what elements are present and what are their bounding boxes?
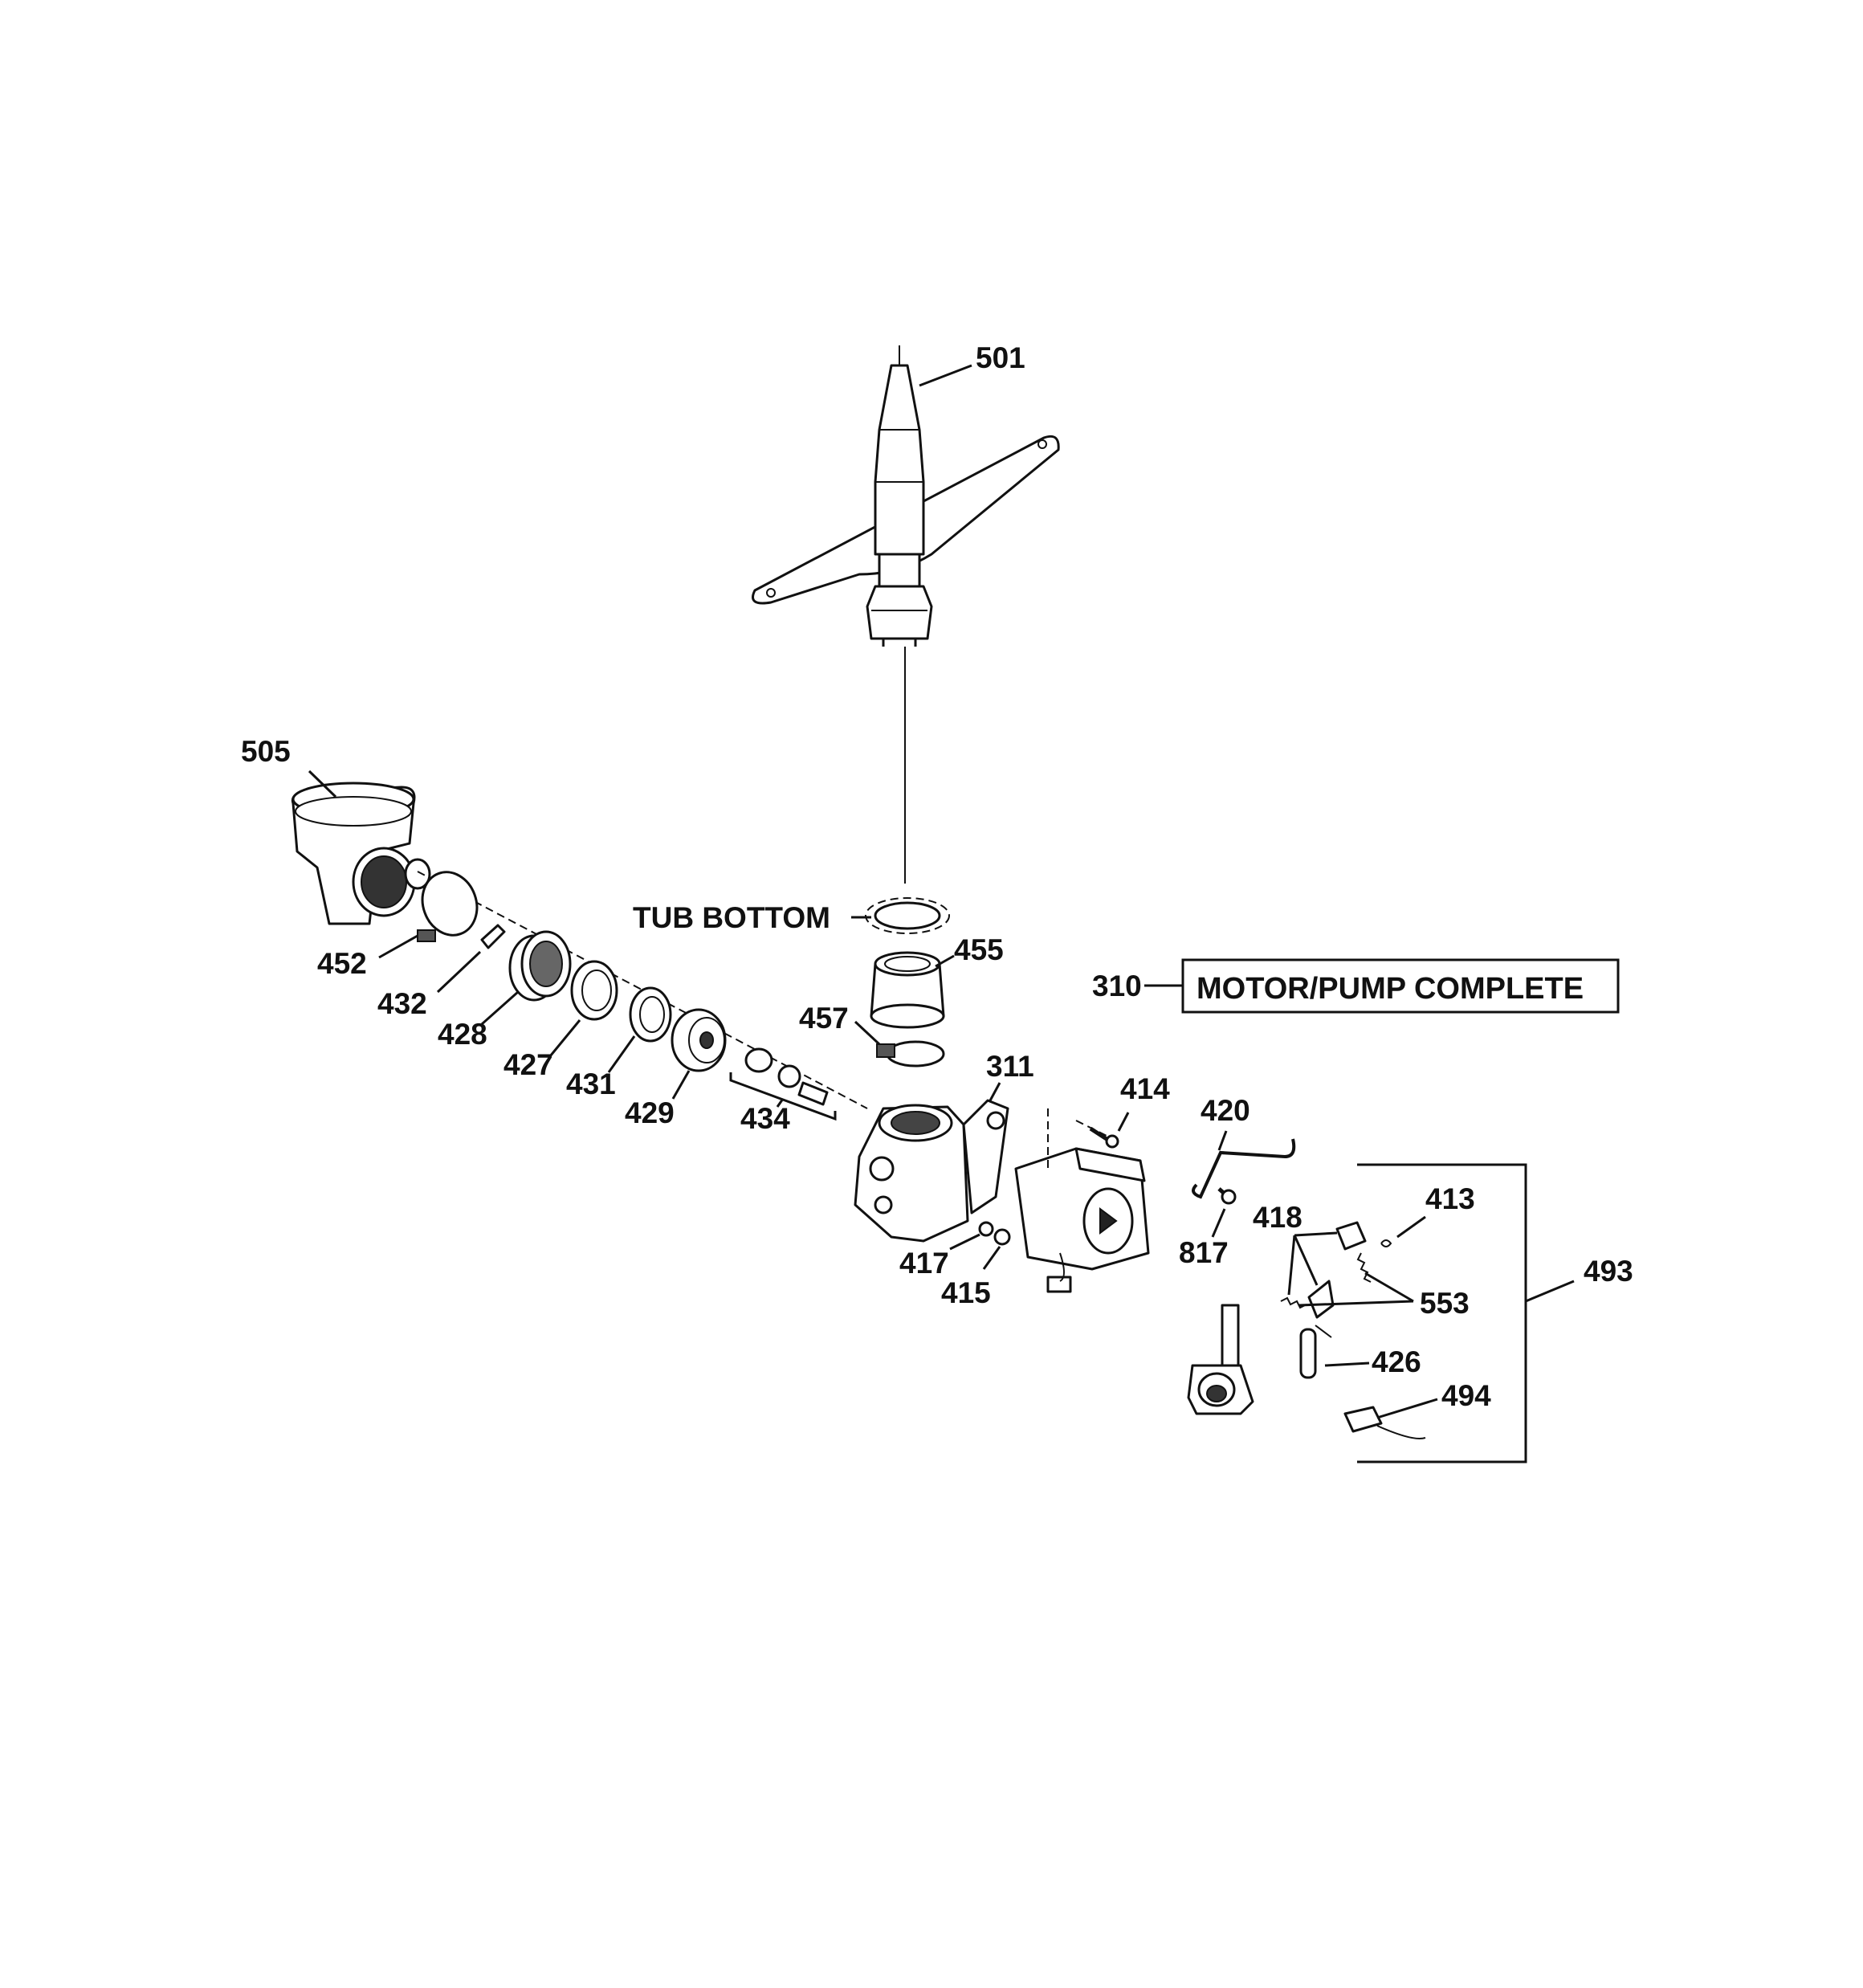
- lever-418-part: [1280, 1221, 1372, 1319]
- callout-428: 428: [438, 1018, 487, 1051]
- leader-427: [548, 1019, 581, 1057]
- motor-pump-complete-label: MOTOR/PUMP COMPLETE: [1196, 972, 1584, 1006]
- callout-310: 310: [1092, 970, 1142, 1002]
- leader-420: [1217, 1130, 1228, 1151]
- washer-417-part: [978, 1221, 994, 1237]
- callout-420: 420: [1201, 1094, 1250, 1127]
- connector-494-part: [1343, 1406, 1426, 1439]
- callout-417: 417: [899, 1247, 949, 1280]
- motor-part: [1014, 1147, 1150, 1293]
- leader-553a: [1364, 1272, 1414, 1303]
- callout-501: 501: [976, 341, 1025, 374]
- leader-415: [982, 1246, 1001, 1270]
- spray-arm-part: [752, 345, 1060, 884]
- leader-817: [1211, 1208, 1226, 1238]
- screw-817-part: [1217, 1187, 1237, 1205]
- leader-553b: [1298, 1300, 1414, 1307]
- group-493-bracket: [1357, 1163, 1527, 1463]
- tub-bottom-label: TUB BOTTOM: [633, 901, 830, 934]
- sump-housing-part: [291, 782, 431, 925]
- leader-418a: [1294, 1231, 1338, 1237]
- clip-432-part: [480, 924, 506, 949]
- filter-428-part: [508, 930, 572, 1002]
- leader-457: [854, 1020, 881, 1046]
- plunger-426-part: [1299, 1325, 1332, 1379]
- motor-pump-complete-box: [1181, 958, 1620, 1014]
- clip-413-part: [1380, 1239, 1392, 1247]
- clamp-457-part: [876, 1040, 945, 1067]
- leader-434: [776, 1098, 785, 1108]
- callout-426: 426: [1372, 1345, 1421, 1378]
- callout-553: 553: [1420, 1287, 1470, 1320]
- callout-494: 494: [1441, 1379, 1491, 1412]
- callout-505: 505: [241, 735, 291, 768]
- leader-452: [378, 934, 418, 959]
- leader-311: [988, 1082, 1001, 1103]
- leader-414: [1117, 1112, 1130, 1132]
- leader-428: [481, 990, 519, 1026]
- callout-452: 452: [317, 947, 367, 980]
- leader-501: [919, 364, 972, 387]
- clamp-452-part: [417, 871, 479, 942]
- callout-311: 311: [986, 1050, 1034, 1083]
- leader-505: [308, 769, 337, 798]
- leader-431: [607, 1035, 636, 1073]
- assembly-axis: [417, 871, 868, 1109]
- callout-457: 457: [799, 1002, 849, 1035]
- leader-426: [1324, 1361, 1370, 1367]
- callout-413: 413: [1425, 1182, 1475, 1215]
- ring-431-part: [629, 986, 672, 1043]
- rod-420-part: [1192, 1138, 1296, 1199]
- solenoid-bracket-part: [1187, 1304, 1254, 1415]
- leader-494: [1376, 1398, 1438, 1419]
- callout-434: 434: [740, 1102, 790, 1135]
- callout-427: 427: [503, 1048, 553, 1081]
- nut-415-part: [993, 1228, 1011, 1246]
- pump-311-part: [854, 1099, 1009, 1243]
- parts-434-group: [744, 1047, 829, 1106]
- callout-455: 455: [954, 933, 1004, 966]
- screw-414-part: [1089, 1126, 1119, 1149]
- callout-493: 493: [1584, 1255, 1633, 1288]
- leader-493: [1525, 1280, 1575, 1303]
- callout-418: 418: [1253, 1201, 1302, 1234]
- callout-415: 415: [941, 1276, 991, 1309]
- tub-bottom-gasket: [874, 901, 941, 930]
- leader-417: [949, 1233, 980, 1251]
- leader-418c: [1287, 1235, 1296, 1296]
- cap-429-part: [671, 1008, 727, 1072]
- ring-427-part: [570, 960, 618, 1021]
- leader-429: [671, 1070, 691, 1100]
- callout-817: 817: [1179, 1236, 1229, 1269]
- callout-431: 431: [566, 1067, 616, 1100]
- tub-bottom-ring: [865, 897, 950, 934]
- callout-432: 432: [377, 987, 427, 1020]
- leader-413: [1396, 1215, 1426, 1239]
- callout-429: 429: [625, 1096, 675, 1129]
- callout-414: 414: [1120, 1072, 1170, 1105]
- leader-432: [436, 950, 482, 994]
- leader-455: [935, 954, 955, 968]
- leader-418b: [1293, 1235, 1319, 1286]
- seal-455-part: [870, 951, 945, 1029]
